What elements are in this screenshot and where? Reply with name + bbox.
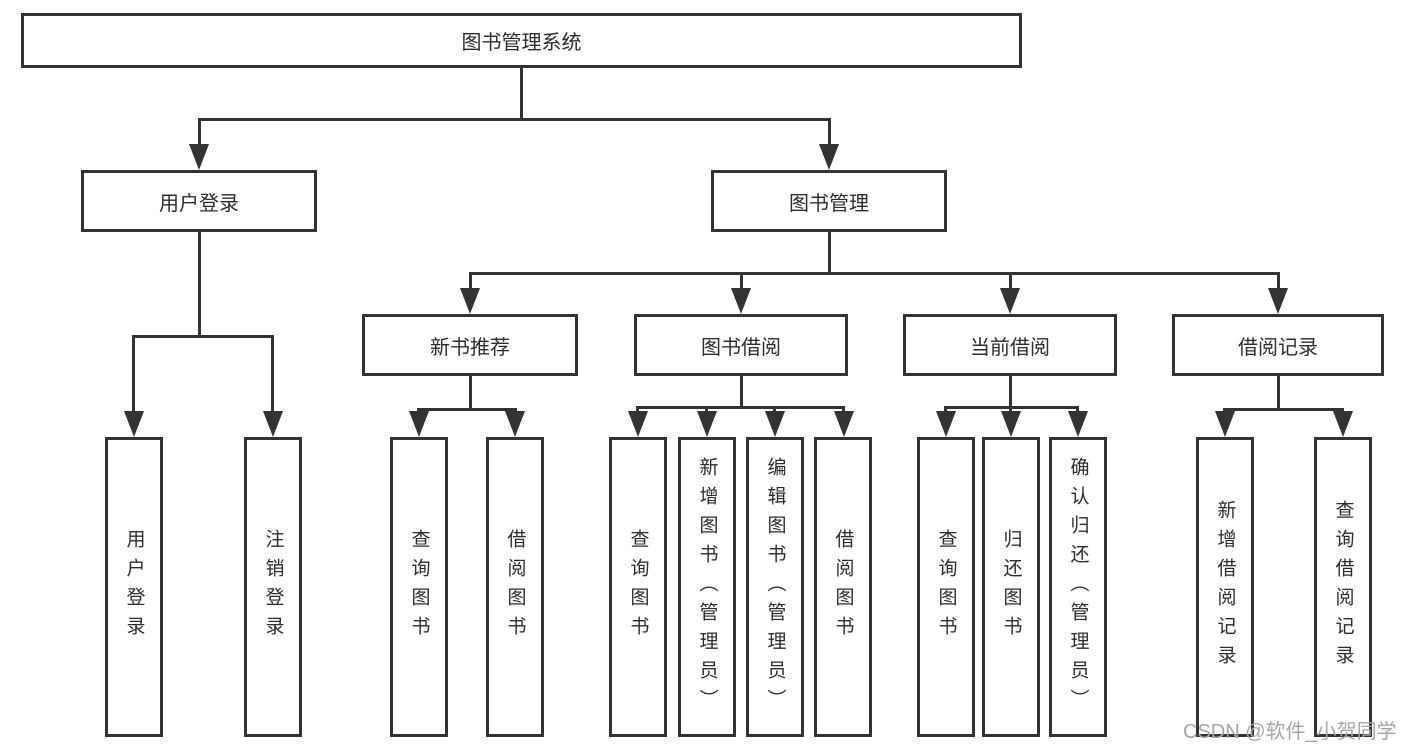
leaf-query-books-current: 查询图书 bbox=[917, 437, 975, 737]
connector-leaf-stem bbox=[773, 406, 776, 413]
leaf-return-books: 归还图书 bbox=[982, 437, 1040, 737]
connector-leaf-stem bbox=[1009, 406, 1012, 413]
connector-level2-splitter bbox=[198, 118, 831, 121]
connector-leaf-stem bbox=[705, 406, 708, 413]
leaf-edit-books-admin: 编辑图书（管理员） bbox=[746, 437, 804, 737]
node-new-book-recommend: 新书推荐 bbox=[362, 314, 578, 376]
connector-leaf-stem bbox=[842, 406, 845, 413]
connector-current-borrow-drop bbox=[1009, 376, 1012, 406]
arrow-down-icon bbox=[697, 411, 717, 437]
connector-book-management-drop bbox=[828, 232, 831, 272]
arrow-down-icon bbox=[731, 288, 751, 314]
leaf-add-books-admin: 新增图书（管理员） bbox=[678, 437, 736, 737]
connector-current-borrow-stem bbox=[1009, 272, 1012, 290]
connector-book-borrow-splitter bbox=[636, 406, 845, 409]
leaf-logout: 注销登录 bbox=[244, 437, 302, 737]
arrow-down-icon bbox=[189, 144, 209, 170]
arrow-down-icon bbox=[460, 288, 480, 314]
connector-root-drop bbox=[520, 68, 523, 120]
arrow-down-icon bbox=[124, 411, 144, 437]
connector-user-login-stem bbox=[198, 118, 201, 146]
connector-new-book-splitter bbox=[417, 408, 517, 411]
connector-book-borrow-drop bbox=[740, 376, 743, 406]
connector-book-borrow-stem bbox=[740, 272, 743, 290]
connector-user-login-drop bbox=[198, 232, 201, 335]
arrow-down-icon bbox=[1001, 411, 1021, 437]
leaf-borrow-books: 借阅图书 bbox=[814, 437, 872, 737]
connector-leaf-stem bbox=[636, 406, 639, 413]
arrow-down-icon bbox=[409, 411, 429, 437]
leaf-query-books-borrow: 查询图书 bbox=[609, 437, 667, 737]
leaf-query-books-recommend: 查询图书 bbox=[390, 437, 448, 737]
arrow-down-icon bbox=[628, 411, 648, 437]
connector-user-login-splitter bbox=[132, 335, 274, 338]
leaf-confirm-return-admin: 确认归还（管理员） bbox=[1049, 437, 1107, 737]
arrow-down-icon bbox=[1068, 411, 1088, 437]
node-user-login: 用户登录 bbox=[81, 170, 317, 232]
leaf-user-login: 用户登录 bbox=[105, 437, 163, 737]
node-library-management-system: 图书管理系统 bbox=[21, 13, 1022, 68]
connector-new-book-drop bbox=[469, 376, 472, 408]
connector-borrow-records-drop bbox=[1277, 376, 1280, 408]
arrow-down-icon bbox=[1000, 288, 1020, 314]
node-book-borrow: 图书借阅 bbox=[634, 314, 848, 376]
csdn-watermark: CSDN @软件_小贺同学 bbox=[1183, 721, 1397, 743]
connector-leaf-stem bbox=[1076, 406, 1079, 413]
connector-leaf-stem bbox=[944, 406, 947, 413]
arrow-down-icon bbox=[834, 411, 854, 437]
leaf-borrow-books-recommend: 借阅图书 bbox=[486, 437, 544, 737]
node-current-borrow: 当前借阅 bbox=[903, 314, 1117, 376]
connector-new-book-stem bbox=[469, 272, 472, 290]
arrow-down-icon bbox=[819, 144, 839, 170]
leaf-add-borrow-record: 新增借阅记录 bbox=[1196, 437, 1254, 737]
node-book-management: 图书管理 bbox=[711, 170, 947, 232]
arrow-down-icon bbox=[765, 411, 785, 437]
connector-borrow-records-splitter bbox=[1223, 408, 1344, 411]
connector-leaf-stem bbox=[271, 335, 274, 413]
arrow-down-icon bbox=[263, 411, 283, 437]
connector-book-management-stem bbox=[828, 118, 831, 146]
connector-level3-splitter bbox=[469, 272, 1280, 275]
leaf-query-borrow-record: 查询借阅记录 bbox=[1314, 437, 1372, 737]
arrow-down-icon bbox=[1268, 288, 1288, 314]
connector-leaf-stem bbox=[132, 335, 135, 413]
arrow-down-icon bbox=[936, 411, 956, 437]
arrow-down-icon bbox=[1215, 411, 1235, 437]
arrow-down-icon bbox=[505, 411, 525, 437]
connector-borrow-records-stem bbox=[1277, 272, 1280, 290]
node-borrow-records: 借阅记录 bbox=[1172, 314, 1384, 376]
arrow-down-icon bbox=[1333, 411, 1353, 437]
